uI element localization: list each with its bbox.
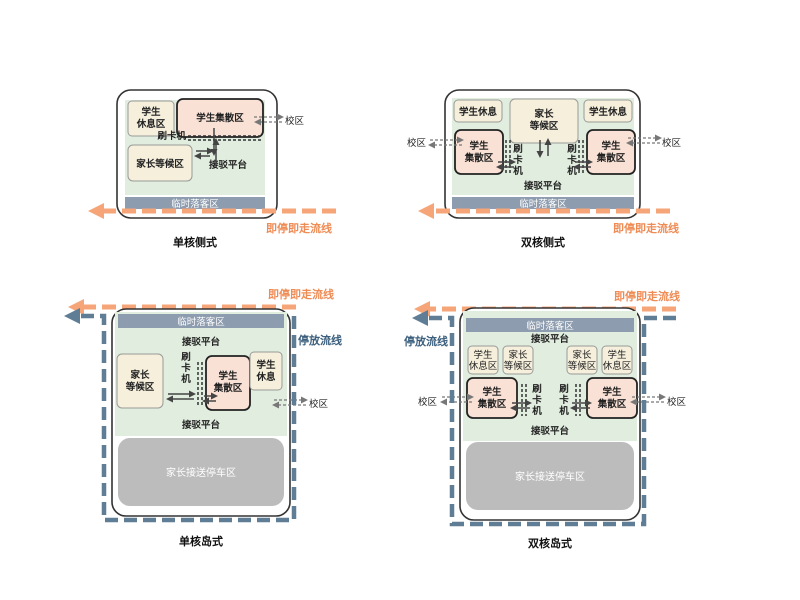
parent-wait-1-label: 家长等候区	[504, 349, 533, 372]
platform-label: 接驳平台	[209, 159, 248, 171]
student-rest-2-box	[601, 345, 633, 375]
drop-zone-bar	[118, 314, 284, 328]
dashed-flow-arrow-icon	[254, 113, 284, 126]
drop-zone-bar	[452, 197, 634, 209]
parking-area	[466, 442, 634, 510]
parking-flow-label: 停放流线	[404, 334, 448, 348]
panel-caption: 双核侧式	[521, 235, 565, 249]
parent-wait-label: 家长等候区	[125, 369, 155, 393]
panel-caption: 单核岛式	[179, 534, 223, 548]
arrow-icon	[510, 399, 592, 412]
student-gather-label: 学生集散区	[196, 112, 244, 124]
card-reader-right-label: 刷卡机	[559, 383, 569, 417]
student-rest-label: 学生休息	[255, 359, 276, 383]
dashed-flow-arrow-icon	[428, 134, 662, 149]
student-rest-right-box	[583, 99, 633, 123]
drop-zone-label: 临时落客区	[519, 198, 567, 210]
panel-caption: 双核岛式	[528, 536, 572, 550]
student-gather-label: 学生集散区	[213, 370, 243, 394]
parent-wait-label: 家长等候区	[136, 158, 184, 170]
parking-label: 家长接送停车区	[166, 466, 236, 479]
instant-flow-line	[418, 203, 670, 219]
platform-green-area	[463, 311, 637, 441]
parent-wait-2-box	[566, 345, 598, 375]
card-reader-right-label: 刷卡机	[567, 143, 577, 177]
gate-icon	[188, 135, 262, 141]
parent-wait-box	[127, 144, 193, 182]
drop-zone-label: 临时落客区	[177, 316, 225, 328]
parking-flow-arrowhead	[412, 310, 428, 326]
student-gather-right-label: 学生集散区	[596, 140, 626, 164]
campus-label: 校区	[285, 115, 305, 127]
arrow-icon	[166, 390, 218, 405]
student-rest-left-box	[453, 99, 503, 123]
parking-flow-arrowhead	[64, 308, 80, 324]
student-gather-left-label: 学生集散区	[477, 386, 507, 410]
dashed-flow-arrow-icon	[272, 396, 308, 409]
campus-right-label: 校区	[667, 396, 687, 408]
student-rest-2-label: 学生休息区	[603, 349, 632, 372]
parent-wait-label: 家长等候区	[529, 108, 559, 132]
student-gather-right-box	[586, 129, 636, 175]
panel-caption: 单核侧式	[173, 235, 217, 249]
drop-zone-bar	[466, 318, 634, 332]
student-rest-box	[127, 100, 175, 137]
card-reader-label: 刷卡机	[157, 130, 186, 142]
student-rest-1-label: 学生休息区	[469, 349, 498, 372]
instant-flow-label: 即停即走流线	[613, 221, 679, 235]
parking-area	[118, 438, 284, 506]
student-gather-box	[176, 98, 264, 138]
student-gather-left-box	[466, 377, 518, 419]
platform-bottom-label: 接驳平台	[182, 419, 221, 431]
panel-double-island: 即停即走流线 临时落客区 接驳平台 学生休息区 家长等候区 家长等候区 学生休息…	[404, 289, 687, 550]
instant-flow-label: 即停即走流线	[268, 287, 334, 301]
panel-double-side: 学生休息 家长等候区 学生休息 学生集散区 学生集散区 刷卡机 刷卡机 接驳平台…	[407, 89, 682, 249]
student-gather-right-box	[586, 377, 638, 419]
panel-single-island: 即停即走流线 临时落客区 接驳平台 家长等候区 刷卡机 学生集散区 学生休息	[64, 287, 342, 548]
instant-flow-line	[88, 203, 336, 219]
parent-wait-1-box	[502, 345, 534, 375]
parking-flow-line	[426, 315, 676, 527]
arrow-icon	[194, 128, 220, 165]
dashed-flow-arrow-icon	[440, 393, 666, 406]
student-rest-box	[249, 351, 283, 391]
parent-wait-2-label: 家长等候区	[568, 349, 597, 372]
platform-top-label: 接驳平台	[182, 336, 221, 348]
campus-right-label: 校区	[662, 137, 682, 149]
card-reader-label: 刷卡机	[181, 351, 191, 385]
parking-flow-label: 停放流线	[298, 333, 342, 347]
platform-label: 接驳平台	[524, 180, 563, 192]
instant-flow-label: 即停即走流线	[614, 289, 680, 303]
drop-zone-bar	[125, 197, 265, 209]
arrow-icon	[496, 138, 593, 171]
platform-top-label: 接驳平台	[531, 333, 570, 345]
card-reader-left-label: 刷卡机	[513, 143, 523, 177]
parking-label: 家长接送停车区	[515, 470, 585, 483]
student-rest-right-label: 学生休息	[589, 106, 628, 118]
campus-label: 校区	[309, 398, 329, 410]
drop-zone-label: 临时落客区	[171, 198, 219, 210]
parent-wait-box	[509, 98, 579, 144]
drop-zone-label: 临时落客区	[526, 320, 574, 332]
student-gather-right-label: 学生集散区	[597, 386, 627, 410]
student-rest-left-label: 学生休息	[459, 106, 498, 118]
student-gather-left-box	[454, 129, 504, 175]
platform-bottom-label: 接驳平台	[531, 425, 570, 437]
panel-single-side: 学生休息区 学生集散区 刷卡机 家长等候区 接驳平台 临时落客区 校区 即停即走…	[88, 89, 336, 249]
gate-icon	[505, 140, 584, 174]
student-rest-1-box	[467, 345, 499, 375]
parent-wait-box	[116, 353, 164, 409]
student-gather-left-label: 学生集散区	[464, 140, 494, 164]
campus-left-label: 校区	[418, 396, 438, 408]
card-reader-left-label: 刷卡机	[532, 383, 542, 417]
instant-flow-label: 即停即走流线	[266, 221, 332, 235]
student-rest-label: 学生休息区	[136, 106, 166, 130]
parking-flow-line	[78, 313, 297, 523]
campus-left-label: 校区	[407, 137, 427, 149]
